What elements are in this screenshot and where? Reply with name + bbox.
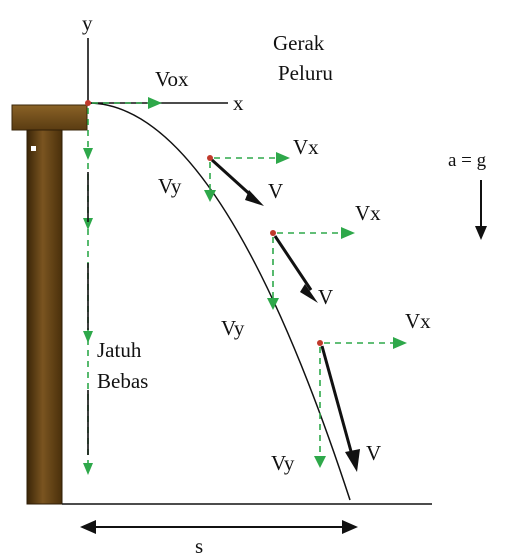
title-line-1: Gerak bbox=[273, 31, 325, 55]
v-vector-1 bbox=[210, 158, 256, 200]
free-fall-label-line-2: Bebas bbox=[97, 369, 148, 393]
vx-arrowhead-1 bbox=[276, 152, 290, 164]
acceleration-label: a = g bbox=[448, 150, 487, 171]
free-fall-arrow-1 bbox=[83, 148, 93, 160]
x-axis-label: x bbox=[233, 91, 244, 115]
tower-cap bbox=[11, 104, 88, 131]
v-label-3: V bbox=[366, 441, 381, 465]
vx-arrowhead-2 bbox=[341, 227, 355, 239]
free-fall-arrow-3 bbox=[83, 331, 93, 343]
vx-label-1: Vx bbox=[293, 135, 319, 159]
vy-label-2: Vy bbox=[221, 316, 245, 340]
acceleration-arrowhead bbox=[475, 226, 487, 240]
point-2 bbox=[270, 230, 276, 236]
free-fall-label-line-1: Jatuh bbox=[97, 338, 142, 362]
v-arrowhead-1 bbox=[245, 190, 264, 206]
vx-arrowhead-3 bbox=[393, 337, 407, 349]
vy-arrowhead-1 bbox=[204, 190, 216, 202]
title-line-2: Peluru bbox=[278, 61, 333, 85]
vx-label-2: Vx bbox=[355, 201, 381, 225]
tower-pillar-mark bbox=[31, 146, 36, 151]
range-label: s bbox=[195, 534, 203, 556]
vx-label-3: Vx bbox=[405, 309, 431, 333]
vy-arrowhead-3 bbox=[314, 456, 326, 468]
v-vector-2 bbox=[273, 235, 313, 291]
vy-label-1: Vy bbox=[158, 174, 182, 198]
v-label-2: V bbox=[318, 285, 333, 309]
v-arrowhead-3 bbox=[345, 449, 360, 472]
v-label-1: V bbox=[268, 179, 283, 203]
point-1 bbox=[207, 155, 213, 161]
trajectory-curve bbox=[87, 102, 351, 501]
start-point bbox=[85, 100, 91, 106]
range-arrowhead-right bbox=[342, 520, 358, 534]
tower-pillar bbox=[26, 129, 63, 505]
vy-arrowhead-2 bbox=[267, 298, 279, 310]
free-fall-arrow-2 bbox=[83, 218, 93, 230]
free-fall-arrow-4 bbox=[83, 463, 93, 475]
vox-label: Vox bbox=[155, 67, 189, 91]
vox-arrowhead bbox=[148, 97, 162, 109]
v-arrowhead-2 bbox=[300, 284, 318, 303]
y-axis-label: y bbox=[82, 11, 93, 35]
v-vector-3 bbox=[320, 345, 354, 456]
point-3 bbox=[317, 340, 323, 346]
vy-label-3: Vy bbox=[271, 451, 295, 475]
range-arrowhead-left bbox=[80, 520, 96, 534]
